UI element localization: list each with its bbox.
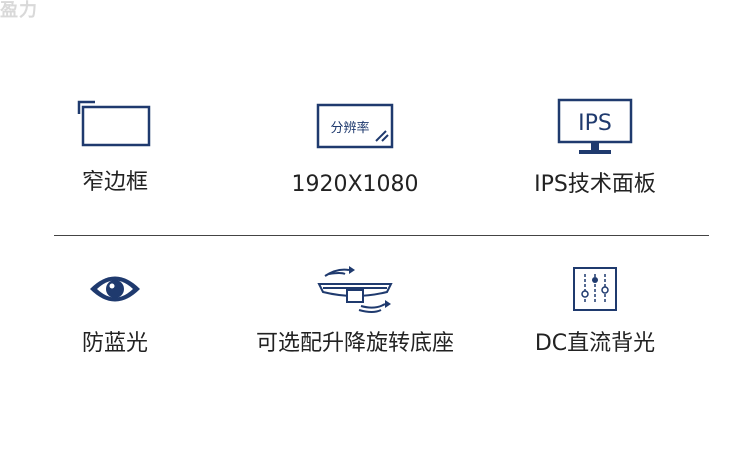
feature-label: 1920X1080: [291, 172, 419, 197]
feature-dc-backlight: DC直流背光: [475, 262, 715, 362]
feature-narrow-bezel: 窄边框: [0, 95, 235, 205]
slider-controls-icon: [572, 266, 618, 316]
feature-label: 可选配升降旋转底座: [255, 331, 454, 356]
narrow-bezel-icon: [77, 100, 153, 152]
feature-resolution: 分辨率 1920X1080: [235, 95, 475, 205]
resolution-icon-text: 分辨率: [330, 120, 369, 136]
ips-monitor-icon: IPS: [555, 98, 635, 162]
feature-label: DC直流背光: [534, 331, 656, 356]
ips-icon-text: IPS: [578, 111, 612, 136]
rotating-stand-icon: [315, 262, 395, 322]
feature-rotating-stand: 可选配升降旋转底座: [235, 262, 475, 362]
watermark: 盈力: [0, 0, 38, 21]
feature-ips: IPS IPS技术面板: [475, 95, 715, 205]
feature-label: 窄边框: [81, 170, 148, 195]
feature-label: 防蓝光: [81, 331, 148, 356]
feature-label: IPS技术面板: [534, 172, 656, 197]
resolution-icon: 分辨率: [316, 103, 394, 153]
eye-icon: [88, 270, 142, 312]
divider: [54, 235, 709, 236]
feature-blue-light: 防蓝光: [0, 262, 235, 362]
